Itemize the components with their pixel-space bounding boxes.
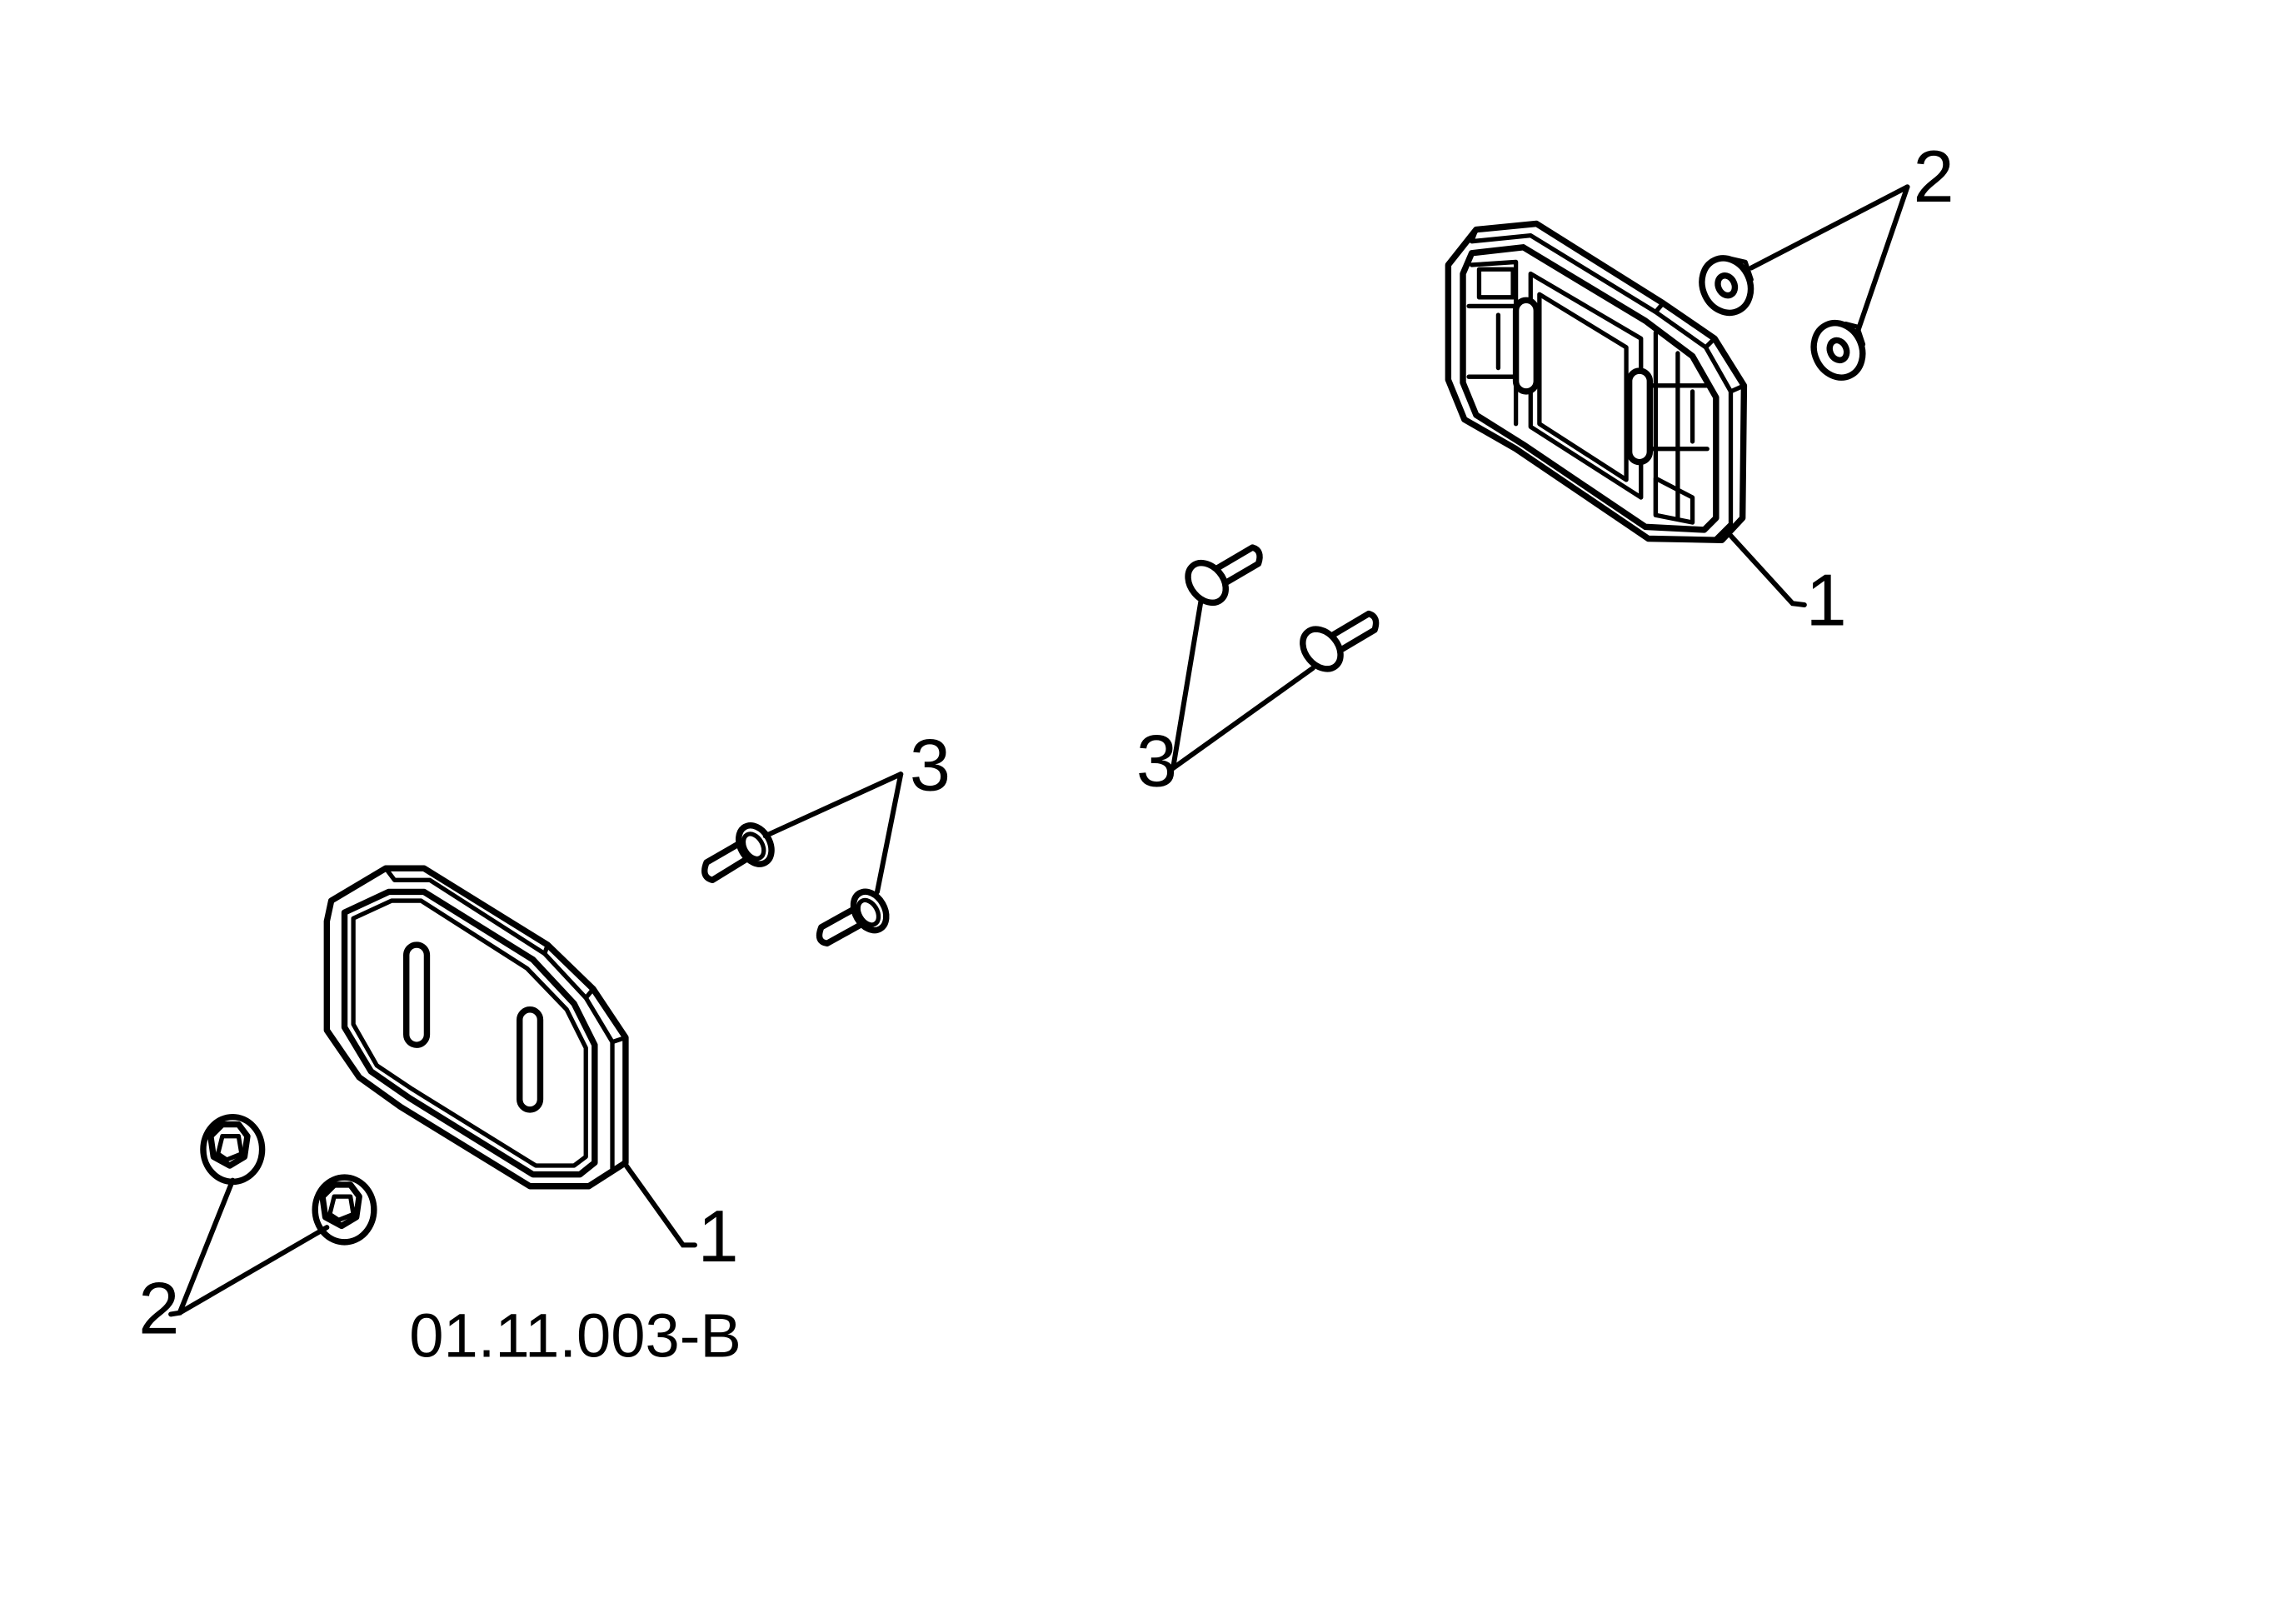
figure-reference-code: 01.11.003-B	[409, 1301, 741, 1371]
right-flange-nut-lower-icon	[1810, 320, 1866, 381]
right-flange-nut-upper-icon	[1699, 255, 1754, 317]
callout-1-left: 1	[697, 1195, 738, 1277]
right-skid-shoe-icon	[1445, 220, 1748, 543]
left-flange-nut-upper-icon	[200, 1114, 266, 1186]
callout-1-right: 1	[1806, 559, 1847, 642]
right-carriage-bolt-lower-icon	[1300, 610, 1380, 672]
callout-3-left: 3	[910, 724, 951, 806]
callout-3-right: 3	[1136, 719, 1177, 802]
left-flange-nut-lower-icon	[312, 1174, 377, 1246]
right-carriage-bolt-upper-icon	[1185, 544, 1263, 607]
callout-2-right: 2	[1914, 135, 1954, 217]
left-carriage-bolt-lower-icon	[816, 888, 890, 946]
left-skid-shoe-icon	[323, 865, 629, 1190]
callout-2-left: 2	[138, 1266, 179, 1349]
left-carriage-bolt-upper-icon	[701, 822, 775, 884]
leader-lines	[168, 184, 1910, 1317]
